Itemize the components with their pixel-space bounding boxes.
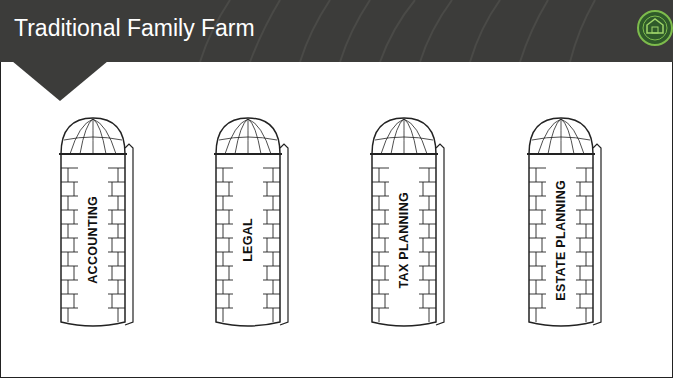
slide-title: Traditional Family Farm [14,15,255,42]
silo-node: ESTATE PLANNING [524,114,604,334]
silo-node: ACCOUNTING [56,114,136,334]
silo-node: TAX PLANNING [367,114,447,334]
farm-logo [635,8,673,48]
silo-label: TAX PLANNING [397,190,411,290]
silo-label-area: TAX PLANNING [372,154,436,326]
silo-label: ACCOUNTING [86,194,100,286]
silo-label-area: ACCOUNTING [61,154,125,326]
silo-label: LEGAL [241,216,255,264]
pointer-triangle [0,61,120,106]
header-band: Traditional Family Farm [0,0,673,62]
silo-label: ESTATE PLANNING [554,178,568,303]
silo-label-area: ESTATE PLANNING [529,154,593,326]
silo-node: LEGAL [211,114,291,334]
silo-label-area: LEGAL [216,154,280,326]
